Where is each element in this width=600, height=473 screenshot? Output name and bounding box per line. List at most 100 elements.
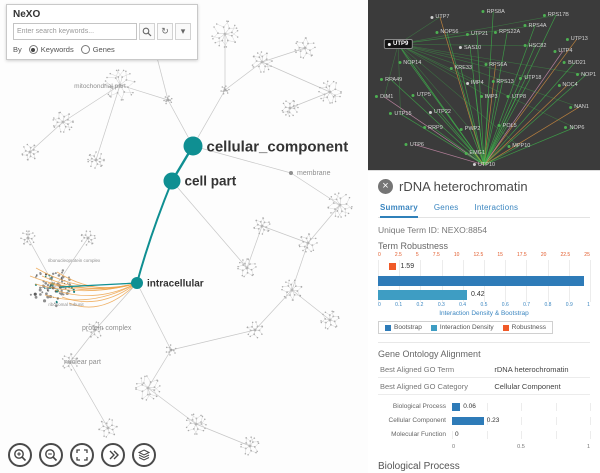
gene-node-label: UTP13 <box>570 36 588 43</box>
gene-node-dot <box>506 95 510 99</box>
zoom-in-button[interactable] <box>8 443 32 467</box>
network-node-utp6[interactable]: UTP6 <box>404 142 424 148</box>
gene-node-dot <box>428 110 432 114</box>
gene-node-dot <box>375 95 379 99</box>
legend-item: Bootstrap <box>385 324 422 331</box>
network-node-imp3[interactable]: IMP3 <box>479 93 498 100</box>
gene-node-dot <box>449 66 453 70</box>
gene-node-dot <box>479 95 483 99</box>
network-node-dim1[interactable]: DIM1 <box>375 94 393 100</box>
radio-keywords[interactable] <box>28 45 38 54</box>
legend-item: Interaction Density <box>430 324 494 331</box>
zoom-out-icon <box>45 449 58 462</box>
gene-node-label: PWP2 <box>464 126 481 133</box>
gene-node-dot <box>507 144 511 148</box>
gene-node-label: UTP8 <box>511 93 526 100</box>
gene-node-label: IMP3 <box>484 93 498 100</box>
network-node-mpp10[interactable]: MPP10 <box>507 143 530 149</box>
gene-node-dot <box>576 73 580 77</box>
gene-node-label: UTP10 <box>477 161 496 168</box>
network-node-nop1[interactable]: NOP1 <box>576 72 596 78</box>
network-node-utp15[interactable]: UTP15 <box>389 111 412 117</box>
tab-interactions[interactable]: Interactions <box>474 203 519 212</box>
gene-node-dot <box>459 127 463 131</box>
network-node-utp18[interactable]: UTP18 <box>519 75 541 81</box>
network-node-utp8[interactable]: UTP8 <box>506 93 526 100</box>
gene-node-label: POL5 <box>502 122 517 129</box>
network-node-bud21[interactable]: BUD21 <box>563 60 586 66</box>
network-node-utp10[interactable]: UTP10 <box>472 161 496 168</box>
gene-node-label: NOC4 <box>562 82 578 88</box>
layers-icon <box>137 449 151 461</box>
gene-node-label: UTP21 <box>470 31 489 37</box>
go-category-row: Best Aligned GO Category Cellular Compon… <box>378 378 590 395</box>
tree-node-label: cell part <box>185 174 237 189</box>
network-node-rpa49[interactable]: RPA49 <box>380 77 402 83</box>
network-node-utp22[interactable]: UTP22 <box>428 109 451 115</box>
search-options-button[interactable]: ▾ <box>175 23 191 40</box>
gene-node-dot <box>553 49 557 53</box>
network-node-pwp2[interactable]: PWP2 <box>459 126 481 133</box>
network-node-sas10[interactable]: SAS10 <box>459 45 481 51</box>
biological-process-heading: Biological Process <box>378 460 460 472</box>
network-node-rps6a[interactable]: RPS6A <box>484 62 507 68</box>
search-input[interactable] <box>13 23 137 40</box>
network-node-emg1[interactable]: EMG1 <box>464 150 485 156</box>
network-node-rps17b[interactable]: RPS17B <box>542 12 569 18</box>
network-node-rps13[interactable]: RPS13 <box>491 79 514 85</box>
search-card: NeXO ↻ ▾ By Keywords <box>6 4 198 60</box>
tree-node-cellular-component[interactable] <box>183 136 203 156</box>
term-title: rDNA heterochromatin <box>399 179 528 194</box>
gene-node-dot <box>465 32 469 36</box>
gene-node-label: KRE33 <box>454 65 473 71</box>
tree-label: protein complex <box>82 325 132 332</box>
network-node-kre33[interactable]: KRE33 <box>449 65 473 71</box>
network-node-nan1[interactable]: NAN1 <box>569 104 589 110</box>
gene-node-dot <box>481 10 485 14</box>
network-node-utp7[interactable]: UTP7 <box>430 14 449 20</box>
network-node-nop14[interactable]: NOP14 <box>398 60 421 66</box>
network-node-hsc82[interactable]: HSC82 <box>523 43 546 49</box>
tab-summary[interactable]: Summary <box>380 200 418 218</box>
close-icon[interactable]: × <box>378 179 393 194</box>
tab-genes[interactable]: Genes <box>433 203 459 212</box>
layers-button[interactable] <box>132 443 156 467</box>
expand-branches-button[interactable] <box>101 443 125 467</box>
tree-node-label: cellular_component <box>207 138 349 155</box>
network-node-nop56[interactable]: NOP56 <box>435 29 458 35</box>
network-node-pol5[interactable]: POL5 <box>497 122 517 129</box>
gene-node-dot <box>430 15 434 19</box>
fit-to-screen-icon <box>76 449 88 461</box>
network-node-nop6[interactable]: NOP6 <box>564 125 584 131</box>
radio-genes[interactable] <box>80 45 90 54</box>
fit-to-screen-button[interactable] <box>70 443 94 467</box>
tree-node-intracellular[interactable] <box>131 277 143 289</box>
tree-label: ribosomal subunit <box>48 302 84 307</box>
network-node-rps22a[interactable]: RPS22A <box>494 29 520 35</box>
network-node-utp4[interactable]: UTP4 <box>553 48 572 54</box>
zoom-out-button[interactable] <box>39 443 63 467</box>
reset-search-button[interactable]: ↻ <box>157 23 173 40</box>
network-node-rrp9[interactable]: RRP9 <box>423 125 443 131</box>
network-node-utp9[interactable]: UTP9 <box>383 39 413 50</box>
gene-node-label: RPS22A <box>499 29 521 36</box>
network-node-rps8a[interactable]: RPS8A <box>481 9 505 15</box>
search-button[interactable] <box>139 23 155 40</box>
network-node-rps4a[interactable]: RPS4A <box>523 23 547 29</box>
tree-node-cell-part[interactable] <box>163 172 181 190</box>
network-node-utp21[interactable]: UTP21 <box>465 31 489 37</box>
tree-label: mitochondrial part <box>74 83 126 90</box>
network-node-utp5[interactable]: UTP5 <box>411 92 431 98</box>
network-node-imp4[interactable]: IMP4 <box>465 80 484 86</box>
unique-term-id: Unique Term ID: NEXO:8854 <box>378 225 488 235</box>
gene-node-dot <box>563 61 567 65</box>
network-node-utp13[interactable]: UTP13 <box>565 36 588 43</box>
network-node-noc4[interactable]: NOC4 <box>557 82 578 88</box>
